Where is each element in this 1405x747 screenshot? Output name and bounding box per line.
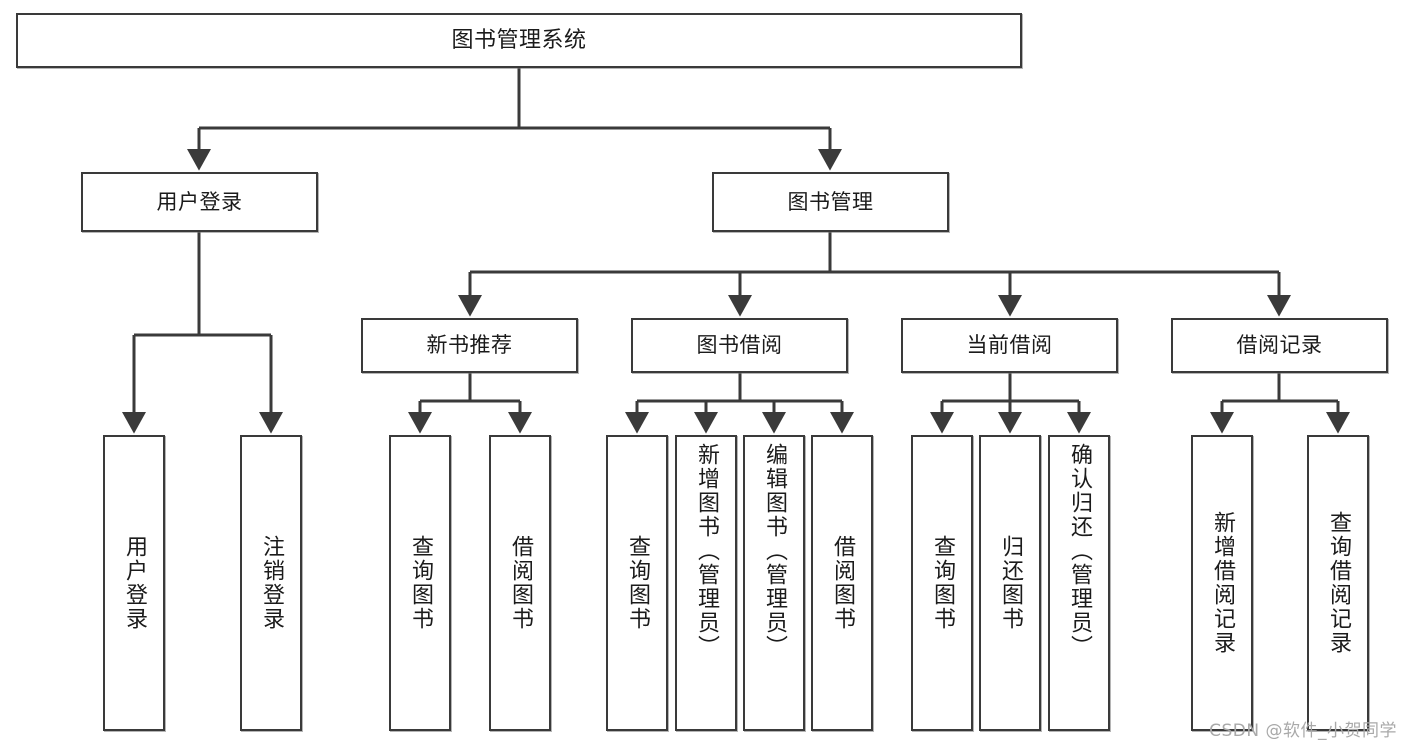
leaf-add-book-admin[interactable]: 新增图书（管理员）: [675, 435, 737, 731]
leaf-return-book[interactable]: 归还图书: [979, 435, 1041, 731]
node-root-system-label: 图书管理系统: [451, 27, 587, 53]
node-user-login-label: 用户登录: [156, 189, 243, 214]
leaf-user-logout[interactable]: 注销登录: [240, 435, 302, 731]
node-root-system[interactable]: 图书管理系统: [16, 13, 1022, 68]
leaf-user-login-label: 用户登录: [122, 535, 147, 631]
leaf-edit-book-admin[interactable]: 编辑图书（管理员）: [743, 435, 805, 731]
csdn-watermark: CSDN @软件_小贺同学: [1209, 721, 1397, 741]
node-new-book-recommendation-label: 新书推荐: [426, 333, 513, 358]
leaf-user-logout-label: 注销登录: [259, 535, 284, 631]
node-book-management[interactable]: 图书管理: [712, 172, 949, 232]
node-book-borrowing[interactable]: 图书借阅: [631, 318, 848, 373]
node-borrowing-records-label: 借阅记录: [1236, 333, 1323, 358]
node-user-login[interactable]: 用户登录: [81, 172, 318, 232]
leaf-query-book-borrow[interactable]: 查询图书: [606, 435, 668, 731]
leaf-user-login[interactable]: 用户登录: [103, 435, 165, 731]
leaf-query-borrow-record[interactable]: 查询借阅记录: [1307, 435, 1369, 731]
leaf-confirm-return-admin[interactable]: 确认归还（管理员）: [1048, 435, 1110, 731]
leaf-return-book-label: 归还图书: [998, 535, 1023, 631]
leaf-borrow-book-borrow[interactable]: 借阅图书: [811, 435, 873, 731]
leaf-add-book-admin-label: 新增图书（管理员）: [694, 443, 719, 659]
leaf-query-book-borrow-label: 查询图书: [625, 535, 650, 631]
leaf-confirm-return-admin-label: 确认归还（管理员）: [1067, 443, 1092, 659]
node-book-management-label: 图书管理: [787, 189, 874, 214]
node-current-borrowing-label: 当前借阅: [966, 333, 1053, 358]
leaf-query-book-recommend[interactable]: 查询图书: [389, 435, 451, 731]
leaf-query-borrow-record-label: 查询借阅记录: [1326, 511, 1351, 655]
leaf-query-book-current[interactable]: 查询图书: [911, 435, 973, 731]
leaf-edit-book-admin-label: 编辑图书（管理员）: [762, 443, 787, 659]
node-borrowing-records[interactable]: 借阅记录: [1171, 318, 1388, 373]
node-book-borrowing-label: 图书借阅: [696, 333, 783, 358]
leaf-query-book-current-label: 查询图书: [930, 535, 955, 631]
leaf-query-book-recommend-label: 查询图书: [408, 535, 433, 631]
leaf-add-borrow-record-label: 新增借阅记录: [1210, 511, 1235, 655]
node-current-borrowing[interactable]: 当前借阅: [901, 318, 1118, 373]
leaf-borrow-book-recommend[interactable]: 借阅图书: [489, 435, 551, 731]
leaf-borrow-book-borrow-label: 借阅图书: [830, 535, 855, 631]
leaf-add-borrow-record[interactable]: 新增借阅记录: [1191, 435, 1253, 731]
leaf-borrow-book-recommend-label: 借阅图书: [508, 535, 533, 631]
node-new-book-recommendation[interactable]: 新书推荐: [361, 318, 578, 373]
